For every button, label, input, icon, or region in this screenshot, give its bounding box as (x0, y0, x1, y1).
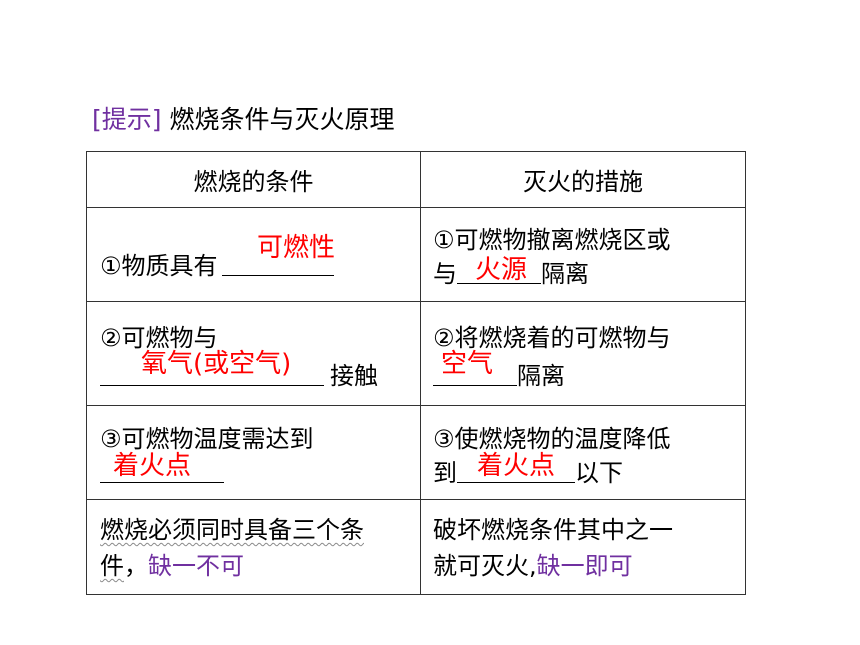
cell-condition-2: ②可燃物与 接触 氧气(或空气) (86, 301, 421, 406)
answer-ignition-point: 着火点 (113, 451, 192, 481)
header-combustion-conditions: 燃烧的条件 (86, 151, 421, 208)
answer-blank (457, 259, 541, 284)
condition-summary-comma: ， (124, 552, 148, 580)
condition-1-text: ①物质具有 (100, 252, 218, 280)
answer-flammability: 可燃性 (257, 233, 336, 263)
measure-1-post: 隔离 (541, 260, 589, 288)
cell-measure-3: ③使燃烧物的温度降低 到 以下 着火点 (420, 405, 746, 500)
answer-air: 空气 (441, 349, 494, 379)
condition-2-post: 接触 (330, 362, 378, 390)
cell-condition-1: ①物质具有 可燃性 (86, 207, 421, 302)
measure-1-line1: ①可燃物撤离燃烧区或 (433, 226, 671, 254)
answer-ignition-point: 着火点 (477, 451, 556, 481)
measure-3-line1: ③使燃烧物的温度降低 (433, 425, 671, 453)
condition-3-line1: ③可燃物温度需达到 (100, 425, 314, 453)
cell-measure-summary: 破坏燃烧条件其中之一 就可灭火,缺一即可 (420, 499, 746, 595)
measure-3-post: 以下 (575, 459, 623, 487)
emphasis-all-required: 缺一不可 (148, 552, 244, 580)
table-row: ①物质具有 可燃性 ①可燃物撤离燃烧区或 与 隔离 火源 (86, 207, 746, 302)
header-extinguishing-measures: 灭火的措施 (420, 151, 746, 208)
measure-summary-start: 就可灭火, (433, 552, 537, 580)
cell-measure-2: ②将燃烧着的可燃物与 隔离 空气 (420, 301, 746, 406)
measure-summary-line1: 破坏燃烧条件其中之一 (433, 516, 673, 544)
table-header-row: 燃烧的条件 灭火的措施 (86, 151, 746, 208)
page-title: [提示] 燃烧条件与灭火原理 (92, 102, 394, 138)
emphasis-one-suffices: 缺一即可 (536, 552, 633, 580)
hint-label: [提示] (92, 105, 162, 134)
cell-measure-1: ①可燃物撤离燃烧区或 与 隔离 火源 (420, 207, 746, 302)
measure-2-line1: ②将燃烧着的可燃物与 (433, 324, 671, 352)
table-row: ③可燃物温度需达到 着火点 ③使燃烧物的温度降低 到 以下 着火点 (86, 405, 746, 500)
answer-fire-source: 火源 (475, 255, 528, 285)
answer-blank (433, 361, 517, 386)
answer-blank (100, 458, 224, 483)
measure-3-pre: 到 (433, 459, 457, 487)
answer-blank (457, 458, 575, 483)
answer-blank (100, 361, 324, 386)
answer-blank (221, 251, 334, 276)
measure-1-pre: 与 (433, 260, 457, 288)
title-text: 燃烧条件与灭火原理 (169, 105, 395, 134)
condition-summary-line1: 燃烧必须同时具备三个条 (100, 516, 364, 544)
answer-oxygen: 氧气(或空气) (141, 349, 292, 379)
measure-2-post: 隔离 (517, 362, 565, 390)
condition-2-line1: ②可燃物与 (100, 324, 218, 352)
cell-condition-3: ③可燃物温度需达到 着火点 (86, 405, 421, 500)
comparison-table: 燃烧的条件 灭火的措施 ①物质具有 可燃性 ①可燃物撤离燃烧区或 与隔离 火源 … (86, 151, 746, 595)
cell-condition-summary: 燃烧必须同时具备三个条 件，缺一不可 (86, 499, 421, 595)
table-row: 燃烧必须同时具备三个条 件，缺一不可 破坏燃烧条件其中之一 就可灭火,缺一即可 (86, 499, 746, 595)
table-row: ②可燃物与 接触 氧气(或空气) ②将燃烧着的可燃物与 隔离 空气 (86, 301, 746, 406)
condition-summary-start: 件 (100, 552, 124, 580)
